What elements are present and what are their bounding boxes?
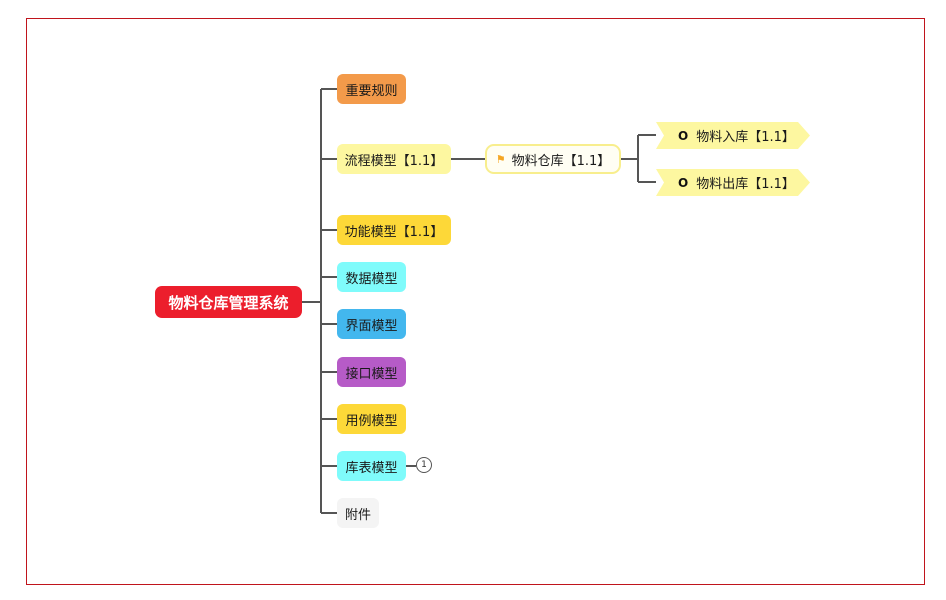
sub-node-material-warehouse[interactable]: ⚑ 物料仓库【1.1】	[485, 144, 621, 174]
branch-data-model[interactable]: 数据模型	[337, 262, 406, 292]
flag-icon: ⚑	[495, 152, 506, 166]
canvas-frame	[26, 18, 925, 585]
root-node[interactable]: 物料仓库管理系统	[155, 286, 302, 318]
leaf-node-material-inbound[interactable]: O 物料入库【1.1】	[656, 122, 810, 149]
branch-usecase-model[interactable]: 用例模型	[337, 404, 406, 434]
leaf-node-label: 物料出库【1.1】	[696, 177, 795, 192]
tag-shape	[656, 122, 810, 149]
branch-interface-model[interactable]: 接口模型	[337, 357, 406, 387]
tag-shape	[656, 169, 810, 196]
branch-function-model[interactable]: 功能模型【1.1】	[337, 215, 451, 245]
branch-process-model[interactable]: 流程模型【1.1】	[337, 144, 451, 174]
leaf-node-material-outbound[interactable]: O 物料出库【1.1】	[656, 169, 810, 196]
branch-important-rules[interactable]: 重要规则	[337, 74, 406, 104]
leaf-node-label: 物料入库【1.1】	[696, 130, 795, 145]
branch-ui-model[interactable]: 界面模型	[337, 309, 406, 339]
ring-icon: O	[678, 175, 689, 190]
branch-table-model[interactable]: 库表模型	[337, 451, 406, 481]
ring-icon: O	[678, 128, 689, 143]
sub-node-label: 物料仓库【1.1】	[511, 153, 611, 169]
collapsed-count-badge[interactable]: 1	[416, 457, 432, 473]
branch-attachments[interactable]: 附件	[337, 498, 379, 528]
